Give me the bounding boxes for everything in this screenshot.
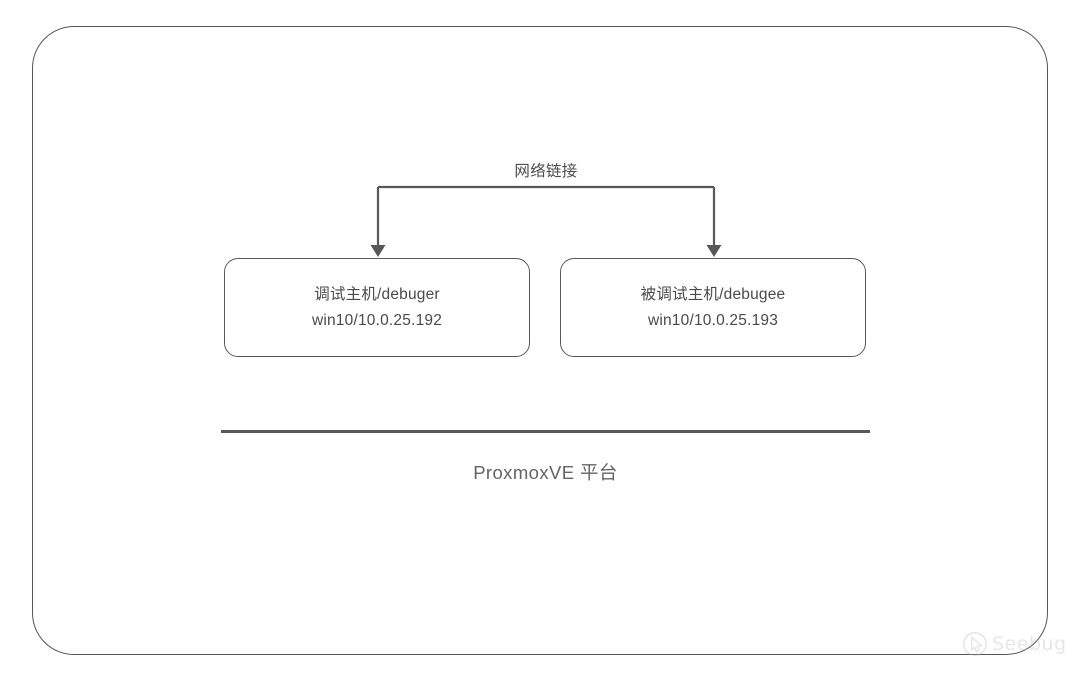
node-debuggee-host-title: 被调试主机/debugee	[640, 286, 786, 304]
platform-separator-line	[221, 430, 870, 433]
node-debugger-host-title: 调试主机/debuger	[314, 286, 440, 304]
network-link-connector	[370, 185, 722, 257]
platform-label: ProxmoxVE 平台	[473, 462, 618, 483]
connector-label: 网络链接	[514, 163, 578, 180]
node-debuggee-host: 被调试主机/debugee win10/10.0.25.193	[560, 258, 866, 357]
node-debugger-host-address: win10/10.0.25.192	[311, 311, 443, 329]
node-debuggee-host-address: win10/10.0.25.193	[647, 311, 779, 329]
arrowhead-right-icon	[706, 245, 722, 257]
arrowhead-left-icon	[370, 245, 386, 257]
outer-container-frame	[32, 26, 1048, 655]
node-debugger-host: 调试主机/debuger win10/10.0.25.192	[224, 258, 530, 357]
